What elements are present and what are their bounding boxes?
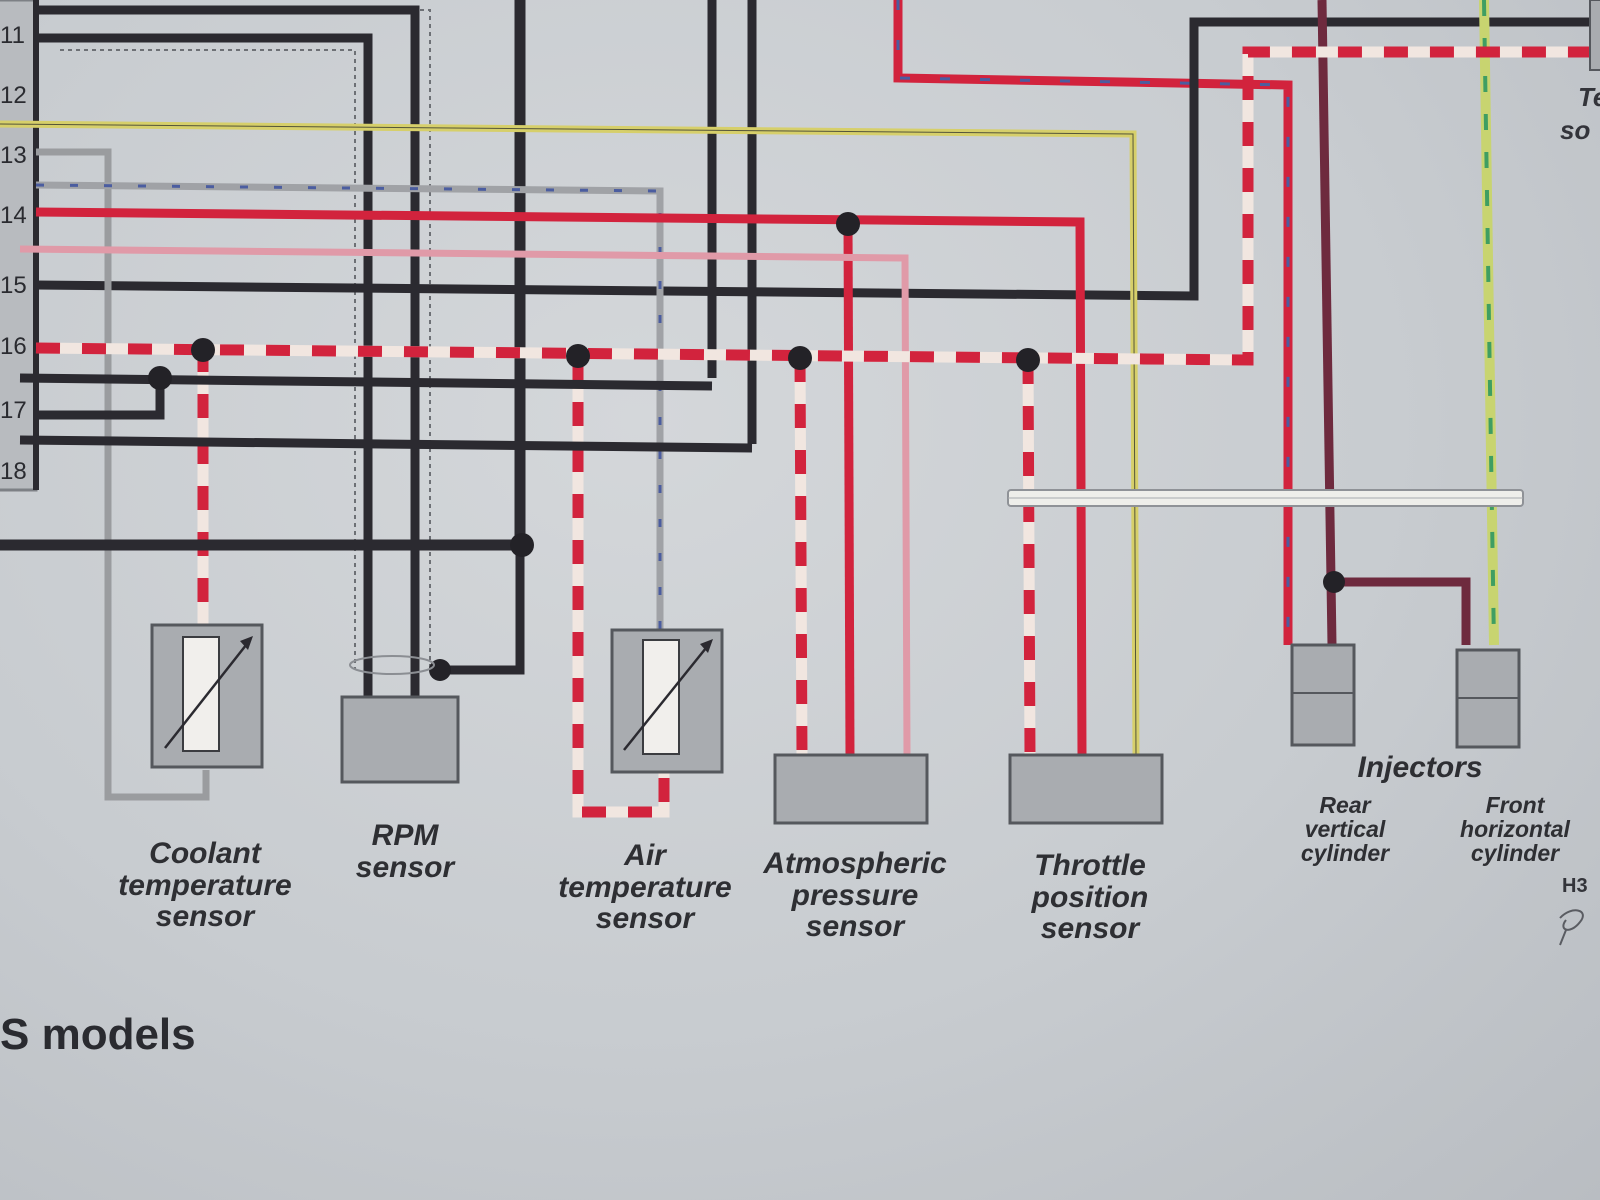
pin-label-16: 16 (0, 333, 27, 360)
air-sensor-label: Air temperature sensor (558, 839, 732, 935)
wire-green-yellow (1479, 0, 1499, 646)
wire-maroon-injector (1317, 0, 1337, 646)
coolant-sensor-label: Coolant temperature sensor (118, 837, 292, 933)
wire-black-pin17 (36, 378, 165, 420)
pin-label-17: 17 (0, 397, 27, 424)
handwritten-mark (1559, 909, 1584, 946)
wire-maroon-front-link (1332, 577, 1471, 645)
wire-black-rpm-link (440, 545, 525, 675)
pin-label-18: 18 (0, 458, 27, 485)
wire-red-atmos (843, 221, 855, 756)
rpm-sensor-label: RPM sensor (355, 819, 455, 884)
coolant-sensor-symbol (150, 623, 264, 769)
wire-black-top (36, 5, 420, 700)
pin-label-15: 15 (0, 272, 27, 299)
throttle-sensor-symbol (1008, 753, 1164, 825)
wire-pink (19, 245, 911, 756)
air-sensor-symbol (610, 628, 724, 774)
corner-text-so: so (1560, 115, 1591, 145)
pin-label-13: 13 (0, 142, 27, 169)
rpm-sensor-symbol (340, 655, 460, 784)
wire-red (35, 207, 1087, 756)
atmospheric-sensor-symbol (773, 753, 929, 825)
rear-injector-label: Rear vertical cylinder (1300, 792, 1390, 867)
right-edge-component (1589, 0, 1600, 71)
throttle-sensor-label: Throttle position sensor (1031, 849, 1149, 945)
wire-red-white-ground (35, 46, 1600, 818)
wire-black-right (35, 17, 1600, 301)
pin-label-12: 12 (0, 82, 27, 109)
corner-text-te: Te (1578, 82, 1600, 112)
shield-outline (60, 9, 431, 670)
pin-label-14: 14 (0, 202, 27, 229)
atmospheric-sensor-label: Atmospheric pressure sensor (763, 847, 947, 943)
pin-label-11: 11 (0, 22, 25, 49)
wire-grey-coolant (36, 148, 210, 801)
corner-text-h3: H3 (1562, 875, 1588, 897)
wire-black-pin11 (36, 33, 373, 700)
wire-black-pin16b (19, 373, 713, 391)
injectors-title: Injectors (1357, 751, 1483, 784)
wire-red-blue-top (893, 0, 1293, 645)
models-footer: S models (0, 1010, 196, 1059)
wire-black-pin18 (19, 435, 753, 453)
front-injector-symbol (1455, 648, 1521, 749)
rear-injector-symbol (1290, 643, 1356, 747)
front-injector-label: Front horizontal cylinder (1460, 792, 1570, 867)
